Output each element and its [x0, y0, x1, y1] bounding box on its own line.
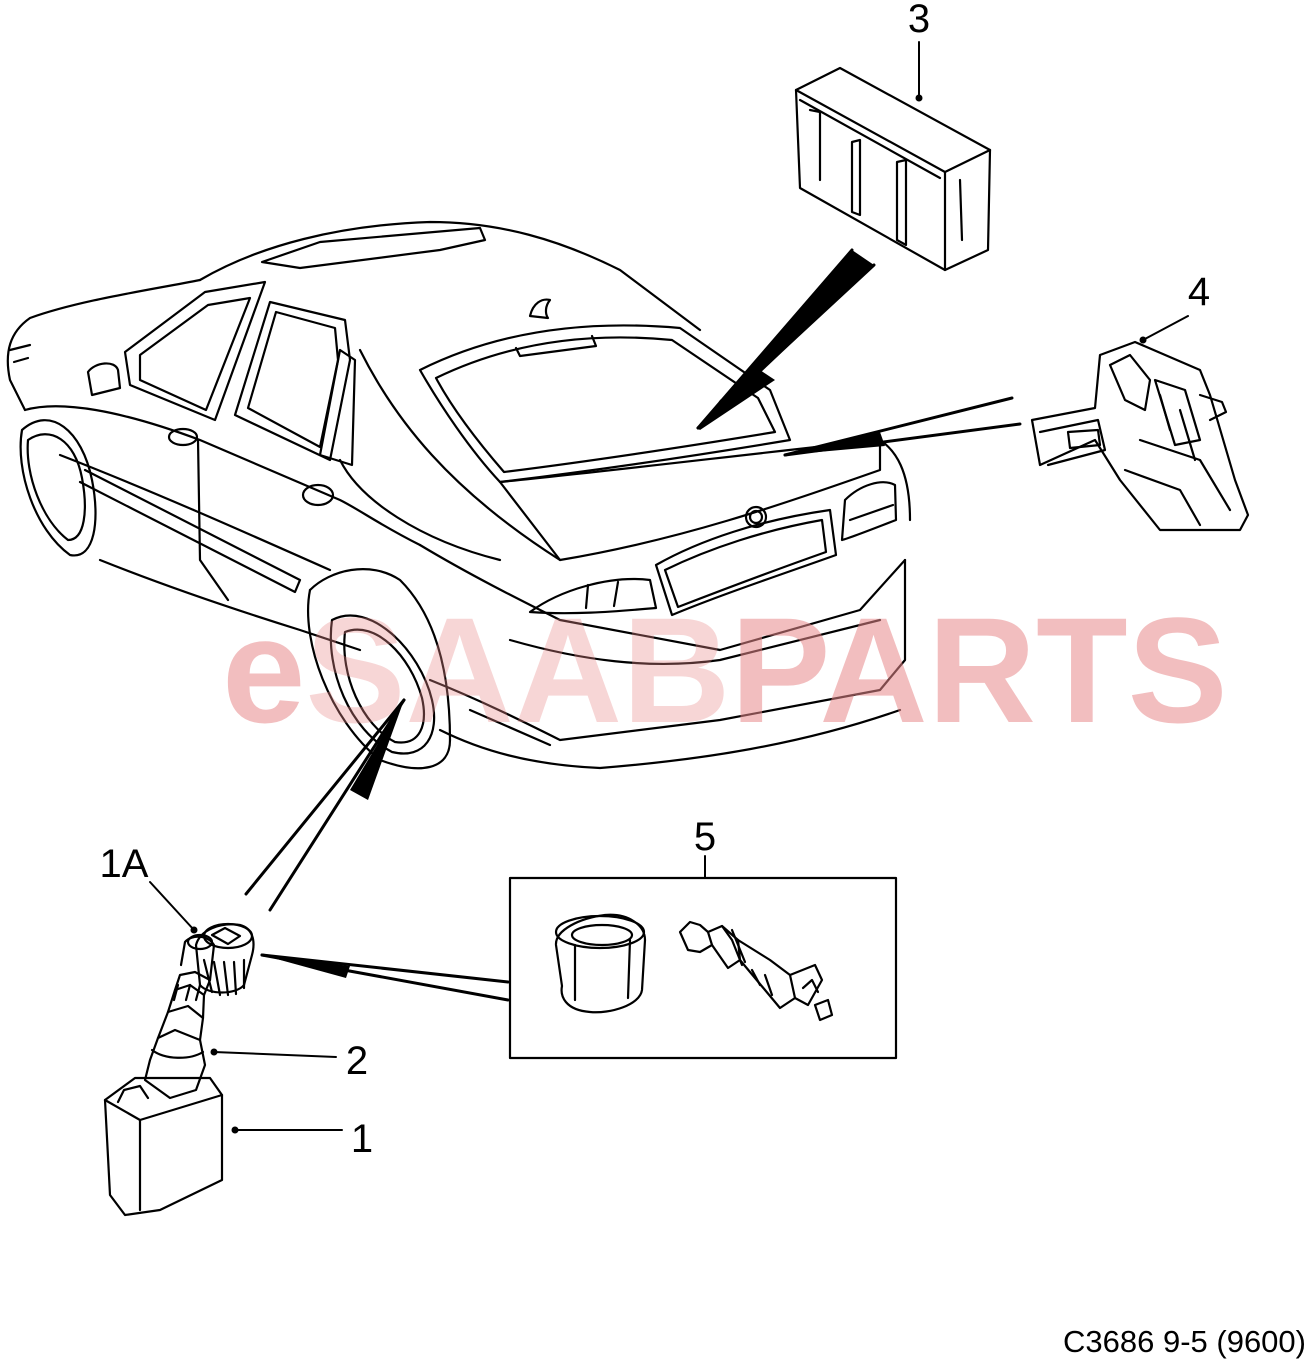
- callout-5: 5: [694, 815, 716, 859]
- valve-core: [678, 920, 834, 1022]
- diagram-code: C3686 9-5 (9600): [1063, 1324, 1306, 1359]
- callout-3: 3: [908, 0, 930, 41]
- leader-lines: [149, 41, 1189, 1134]
- watermark-prefix: e: [222, 586, 305, 754]
- callout-1A: 1A: [100, 842, 149, 886]
- valve-stem-2: [143, 933, 216, 1100]
- callout-1: 1: [351, 1117, 373, 1161]
- watermark-suffix: PARTS: [730, 586, 1227, 754]
- control-module-3: [794, 66, 992, 272]
- seal-ring: [554, 913, 647, 1014]
- callout-4: 4: [1188, 270, 1210, 314]
- valve-cap-1A: [194, 922, 255, 997]
- watermark: eSAABPARTS: [222, 586, 1228, 754]
- tpms-sensor-1: [103, 1076, 224, 1217]
- callout-leader-4: [1142, 315, 1189, 341]
- bracket-4: [1030, 340, 1250, 532]
- callout-2: 2: [346, 1039, 368, 1083]
- service-kit-5: [508, 876, 898, 1060]
- callout-leader-1A: [149, 881, 195, 931]
- callout-leader-2: [213, 1051, 337, 1058]
- watermark-middle: SAAB: [305, 586, 730, 754]
- car-drawing: [6, 220, 912, 770]
